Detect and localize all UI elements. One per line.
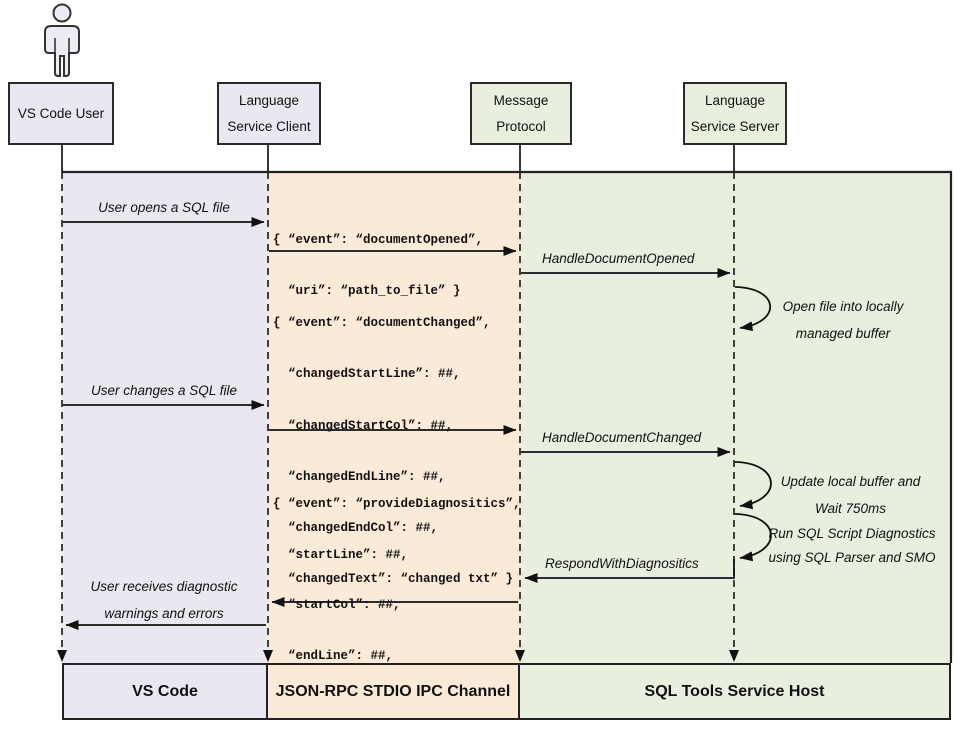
actor-box-vs-code-user: VS Code User [8,82,114,145]
label-respond-with-diagnostics: RespondWithDiagnositics [545,556,699,571]
label-update-buffer: Update local buffer and Wait 750ms [780,474,921,516]
actor-label: Message [493,92,549,108]
actor-label: Language [238,92,300,108]
bottom-box-vs-code: VS Code [62,663,268,720]
actor-box-language-service-client: Language Service Client [217,82,321,145]
label-run-diagnostics: Run SQL Script Diagnostics using SQL Par… [768,526,936,565]
bottom-box-service-host: SQL Tools Service Host [520,663,951,720]
label-handle-document-opened: HandleDocumentOpened [542,251,695,266]
actor-label: Service Server [690,118,780,134]
label-user-receives: User receives diagnostic warnings and er… [90,579,238,621]
bottom-box-ipc-channel: JSON-RPC STDIO IPC Channel [268,663,520,720]
label-user-opens: User opens a SQL file [98,200,230,215]
label-open-file: Open file into locally managed buffer [782,299,904,341]
actor-label: Protocol [496,118,546,134]
payload-document-opened: { “event”: “documentOpened”, “uri”: “pat… [273,233,484,299]
person-icon [44,3,80,77]
actor-box-message-protocol: Message Protocol [470,82,572,145]
actor-label: Service Client [227,118,311,134]
label-handle-document-changed: HandleDocumentChanged [542,430,702,445]
actor-label: Language [704,92,766,108]
label-user-changes: User changes a SQL file [90,383,238,398]
actor-box-language-service-server: Language Service Server [683,82,787,145]
payload-document-changed: { “event”: “documentChanged”, “changedSt… [273,316,514,587]
actor-label: VS Code User [17,105,105,121]
lifeline-stubs [61,145,735,172]
lane-service-host [520,172,951,663]
